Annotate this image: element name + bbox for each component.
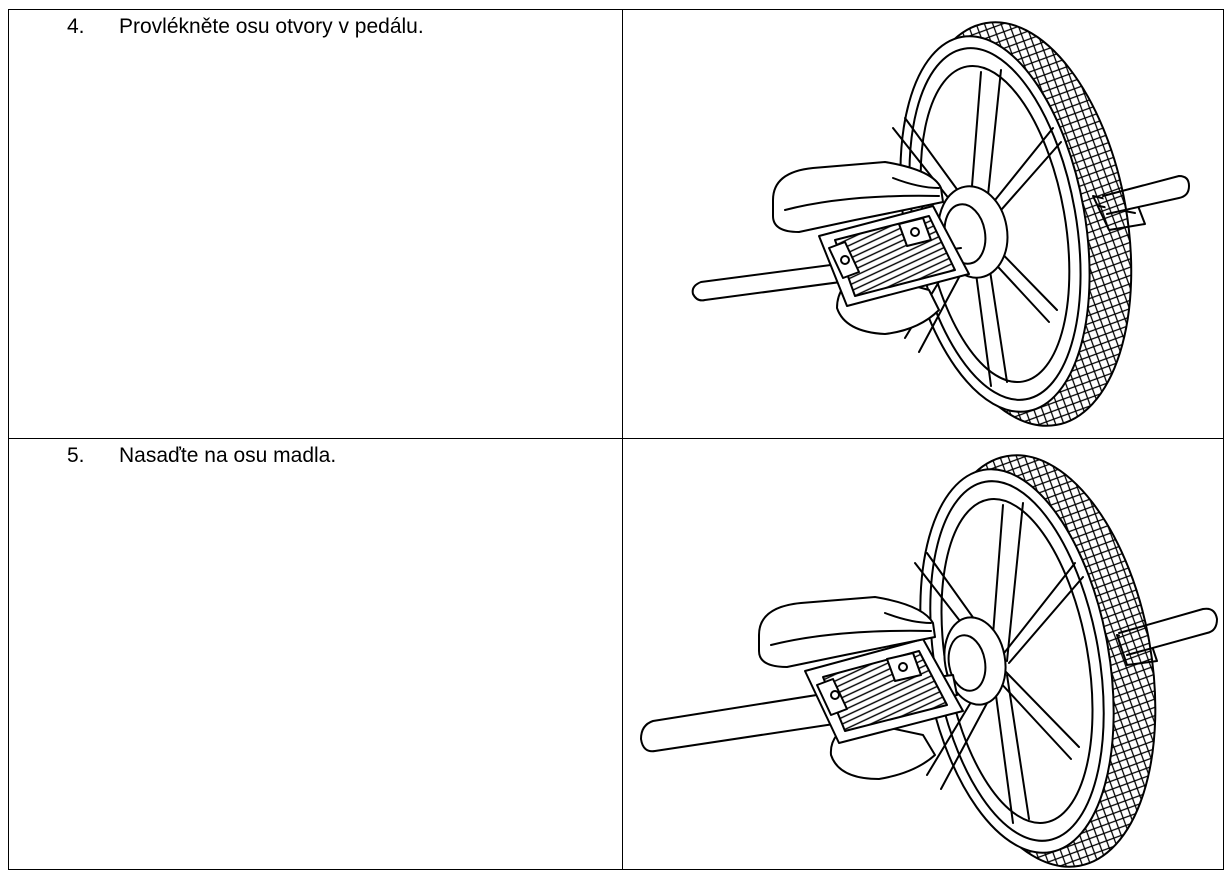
step-text-cell: 4. Provlékněte osu otvory v pedálu. bbox=[8, 9, 623, 439]
step-row: 5. Nasaďte na osu madla. bbox=[8, 438, 1224, 870]
step-image-cell bbox=[622, 9, 1224, 439]
step-number: 5. bbox=[67, 444, 85, 467]
step-instruction: Provlékněte osu otvory v pedálu. bbox=[119, 15, 424, 38]
step-4: 4. Provlékněte osu otvory v pedálu. bbox=[9, 10, 622, 41]
step-instruction: Nasaďte na osu madla. bbox=[119, 444, 337, 467]
step-5: 5. Nasaďte na osu madla. bbox=[9, 439, 622, 470]
step-image-cell bbox=[622, 438, 1224, 870]
ab-wheel-axle-icon bbox=[623, 10, 1223, 439]
instruction-table: 4. Provlékněte osu otvory v pedálu. bbox=[8, 9, 1224, 870]
step-text-cell: 5. Nasaďte na osu madla. bbox=[8, 438, 623, 870]
step-row: 4. Provlékněte osu otvory v pedálu. bbox=[8, 9, 1224, 439]
step-number: 4. bbox=[67, 15, 85, 38]
ab-wheel-handles-icon bbox=[623, 439, 1223, 869]
